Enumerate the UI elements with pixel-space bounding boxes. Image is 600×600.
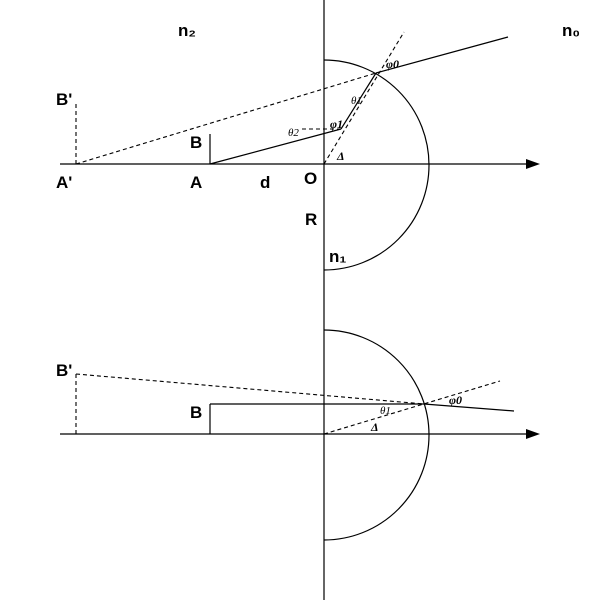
ray-inner-to-surface xyxy=(340,72,377,130)
label-phi0: φ0 xyxy=(386,57,399,71)
lower-normal-line xyxy=(323,380,501,435)
label-n1: n₁ xyxy=(329,247,346,266)
ray-exit xyxy=(375,36,509,74)
upper-axis-arrow xyxy=(526,159,540,169)
lower-label-theta1: θ1 xyxy=(380,405,391,417)
label-theta2: θ2 xyxy=(288,127,299,139)
lower-virtual-ray xyxy=(75,373,425,405)
lower-label-B-prime: B' xyxy=(56,361,72,380)
label-n0: n₀ xyxy=(562,21,580,40)
label-n2: n₂ xyxy=(178,21,196,40)
normal-line xyxy=(323,31,405,165)
label-A-prime: A' xyxy=(56,173,72,192)
label-R: R xyxy=(305,210,317,229)
ray-A-to-inner xyxy=(209,128,342,165)
upper-figure: n₂ n₀ B' A' B A d O R n₁ φ0 θ1 φ1 θ2 Δ xyxy=(56,21,580,271)
label-delta: Δ xyxy=(336,149,345,163)
upper-hemisphere xyxy=(323,59,430,271)
label-d: d xyxy=(260,173,270,192)
lower-hemisphere xyxy=(323,329,430,541)
label-theta1: θ1 xyxy=(351,95,362,107)
lower-label-phi0: φ0 xyxy=(449,393,462,407)
label-B: B xyxy=(190,133,202,152)
lower-axis-arrow xyxy=(526,429,540,439)
lower-label-B: B xyxy=(190,403,202,422)
lower-ray-exit xyxy=(423,403,515,412)
lower-label-delta: Δ xyxy=(370,420,379,434)
label-phi1: φ1 xyxy=(330,117,343,131)
virtual-ray xyxy=(75,72,377,165)
label-B-prime: B' xyxy=(56,90,72,109)
lower-figure: B' B φ0 θ1 Δ xyxy=(56,329,540,541)
label-O: O xyxy=(304,169,317,188)
label-A: A xyxy=(190,173,202,192)
